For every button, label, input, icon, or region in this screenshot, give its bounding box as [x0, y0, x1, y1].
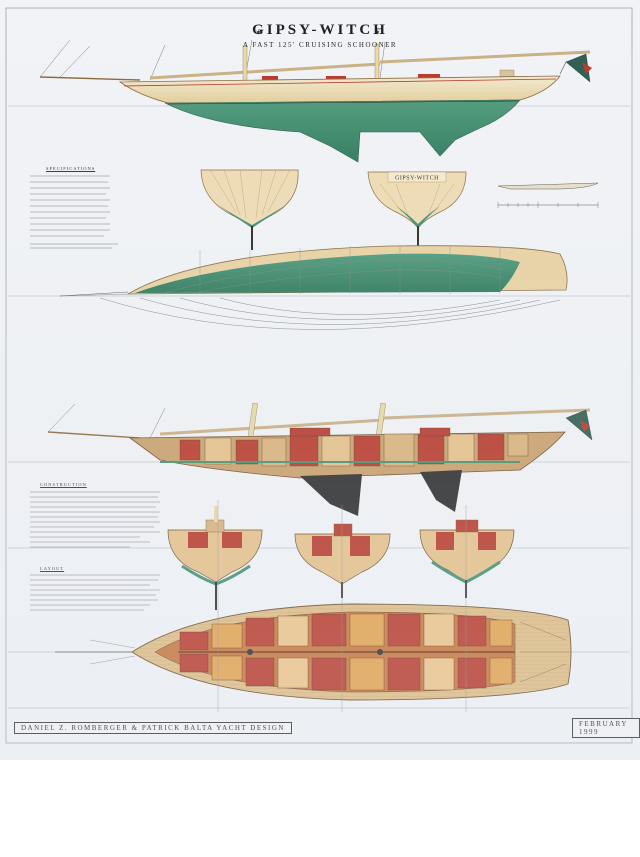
- specifications-heading: SPECIFICATIONS: [46, 166, 96, 171]
- outboard-profile: [39, 39, 592, 163]
- lines-plan: [59, 245, 568, 330]
- stern-name-label: GIPSY-WITCH: [395, 176, 439, 182]
- ship-plans: ✶ ✶: [5, 7, 633, 744]
- drawing-title: GIPSY-WITCH: [252, 22, 388, 38]
- drawing-subtitle: A FAST 125' CRUISING SCHOONER: [242, 41, 398, 49]
- layout-heading: LAYOUT: [40, 566, 65, 571]
- specifications-block: [30, 175, 118, 249]
- body-plan-right: GIPSY-WITCH: [367, 171, 467, 246]
- title-star-left: ✶: [255, 28, 262, 37]
- dimension-marks: [217, 500, 467, 712]
- designer-credit: DANIEL Z. ROMBERGER & PATRICK BALTA YACH…: [14, 722, 292, 734]
- scale-bar: [497, 182, 599, 208]
- title-star-right: ✶: [374, 28, 381, 37]
- construction-heading: CONSTRUCTION: [40, 482, 87, 487]
- inboard-profile: [47, 402, 593, 516]
- interior-section-2: [294, 523, 391, 598]
- construction-notes: [30, 491, 160, 548]
- body-plan-left: [200, 169, 299, 250]
- drawing-sheet: ✶ ✶: [0, 0, 640, 760]
- border-frame: [5, 7, 633, 744]
- accommodation-plan: [55, 603, 572, 701]
- layout-notes: [30, 574, 160, 611]
- drawing-date: FEBRUARY 1999: [572, 718, 640, 738]
- interior-section-3: [419, 519, 515, 598]
- interior-section-1: [167, 506, 263, 610]
